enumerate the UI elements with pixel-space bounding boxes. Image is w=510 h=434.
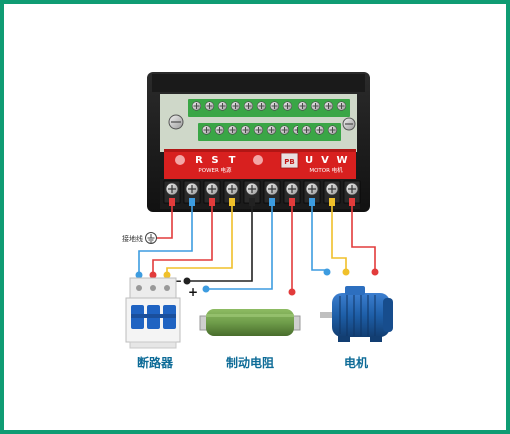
control-terminal-screw	[282, 101, 293, 111]
dc-minus-sign: −	[172, 274, 182, 288]
control-terminal-screw	[297, 101, 308, 111]
caption-breaker: 断路器	[137, 355, 174, 370]
terminal-label-pb: PB	[284, 158, 294, 166]
control-terminal-screw	[279, 125, 290, 135]
control-terminal-screw	[201, 125, 212, 135]
control-terminal-screw	[323, 101, 334, 111]
control-terminal-screw	[336, 101, 347, 111]
ground-label: 接地线	[122, 234, 143, 243]
control-terminal-screw	[253, 125, 264, 135]
power-terminal-screw	[243, 180, 261, 206]
motor-icon	[320, 286, 393, 342]
control-terminal-screw	[266, 125, 277, 135]
braking-resistor-icon	[199, 309, 301, 336]
control-terminal-screw	[240, 125, 251, 135]
control-terminal-row	[198, 123, 306, 141]
power-terminal-screw	[223, 180, 241, 206]
control-terminal-screw	[227, 125, 238, 135]
control-terminal-screw	[310, 101, 321, 111]
power-terminal-screw	[263, 180, 281, 206]
circuit-breaker-icon	[125, 277, 181, 349]
ground-icon	[145, 232, 157, 244]
power-terminal-screw	[283, 180, 301, 206]
control-terminal-strips	[188, 99, 350, 141]
wires	[138, 206, 376, 290]
terminal-label-v: V	[321, 155, 329, 166]
terminal-label-r: R	[195, 155, 203, 166]
control-terminal-row	[298, 123, 341, 141]
control-terminal-screw	[191, 101, 202, 111]
power-terminal-screw	[203, 180, 221, 206]
power-terminal-screw	[163, 180, 181, 206]
control-terminal-screw	[230, 101, 241, 111]
power-terminal-screw	[323, 180, 341, 206]
motor-label: MOTOR 电机	[309, 166, 343, 174]
terminal-label-t: T	[229, 155, 236, 166]
control-terminal-row	[188, 99, 296, 117]
terminal-label-w: W	[336, 155, 347, 166]
wire-end-dots	[135, 268, 379, 296]
terminal-label-u: U	[305, 155, 313, 166]
control-terminal-screw	[314, 125, 325, 135]
terminal-label-s: S	[211, 155, 218, 166]
caption-resistor: 制动电阻	[226, 355, 274, 370]
power-label: POWER 电源	[198, 166, 232, 174]
control-terminal-screw	[214, 125, 225, 135]
control-terminal-screw	[204, 101, 215, 111]
power-terminal-screw	[183, 180, 201, 206]
control-terminal-screw	[269, 101, 280, 111]
caption-motor: 电机	[344, 355, 368, 370]
control-terminal-screw	[256, 101, 267, 111]
power-terminal-board: R S T POWER 电源 PB U V W MOTOR 电机	[164, 149, 356, 179]
control-terminal-screw	[327, 125, 338, 135]
dc-plus-sign: +	[188, 285, 198, 299]
power-terminal-screws	[160, 179, 361, 209]
control-terminal-screw	[217, 101, 228, 111]
control-terminal-screw	[301, 125, 312, 135]
control-terminal-row	[294, 99, 350, 117]
power-terminal-screw	[303, 180, 321, 206]
power-terminal-screw	[343, 180, 361, 206]
control-terminal-screw	[243, 101, 254, 111]
